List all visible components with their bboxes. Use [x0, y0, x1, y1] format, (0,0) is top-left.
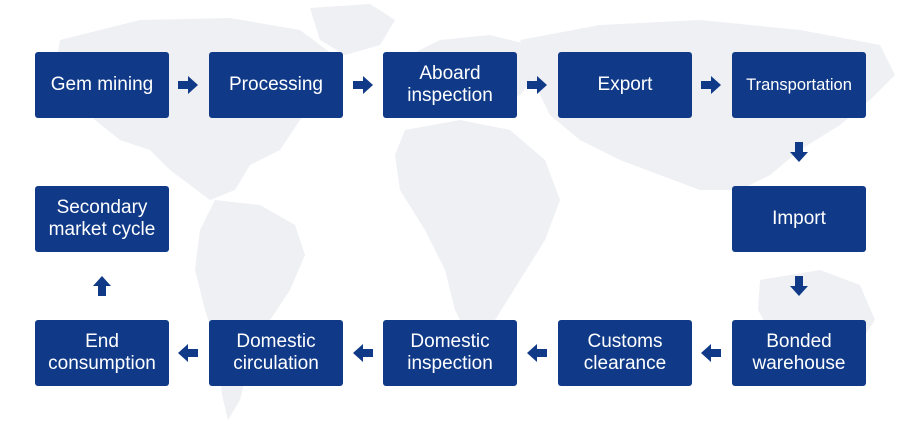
step-label-line2: warehouse	[752, 353, 846, 374]
arrow-right-icon	[353, 75, 373, 95]
step-label: Gem mining	[50, 74, 154, 95]
arrow-right-icon	[178, 75, 198, 95]
step-label-line2: consumption	[48, 353, 156, 374]
step-label-line2: circulation	[233, 353, 319, 374]
arrow-left-icon	[701, 343, 721, 363]
step-label: Transportation	[746, 76, 852, 94]
arrow-left-icon	[353, 343, 373, 363]
arrow-up-icon	[92, 276, 112, 296]
step-label-line2: inspection	[407, 353, 493, 374]
step-label-line1: Aboard	[419, 63, 481, 84]
step-label-line2: clearance	[583, 353, 667, 374]
step-import: Import	[732, 186, 866, 252]
arrow-left-icon	[527, 343, 547, 363]
map-africa	[395, 120, 560, 340]
step-label: Export	[597, 74, 653, 95]
arrow-right-icon	[527, 75, 547, 95]
step-export: Export	[558, 52, 692, 118]
step-label-line2: inspection	[407, 85, 493, 106]
step-label-line1: Domestic	[410, 331, 490, 352]
step-label-line1: End	[85, 331, 119, 352]
arrow-right-icon	[701, 75, 721, 95]
step-gem-mining: Gem mining	[35, 52, 169, 118]
step-label-line1: Customs	[587, 331, 663, 352]
map-south-america	[195, 200, 305, 420]
arrow-down-icon	[789, 276, 809, 296]
arrow-down-icon	[789, 142, 809, 162]
step-label-line1: Bonded	[766, 331, 832, 352]
step-label: Import	[772, 208, 826, 229]
step-label: Processing	[229, 74, 323, 95]
step-label-line2: market cycle	[48, 219, 156, 240]
step-label-line1: Domestic	[236, 331, 316, 352]
arrow-left-icon	[178, 343, 198, 363]
step-transportation: Transportation	[732, 52, 866, 118]
step-processing: Processing	[209, 52, 343, 118]
map-greenland	[310, 4, 395, 55]
step-label-line1: Secondary	[56, 197, 148, 218]
